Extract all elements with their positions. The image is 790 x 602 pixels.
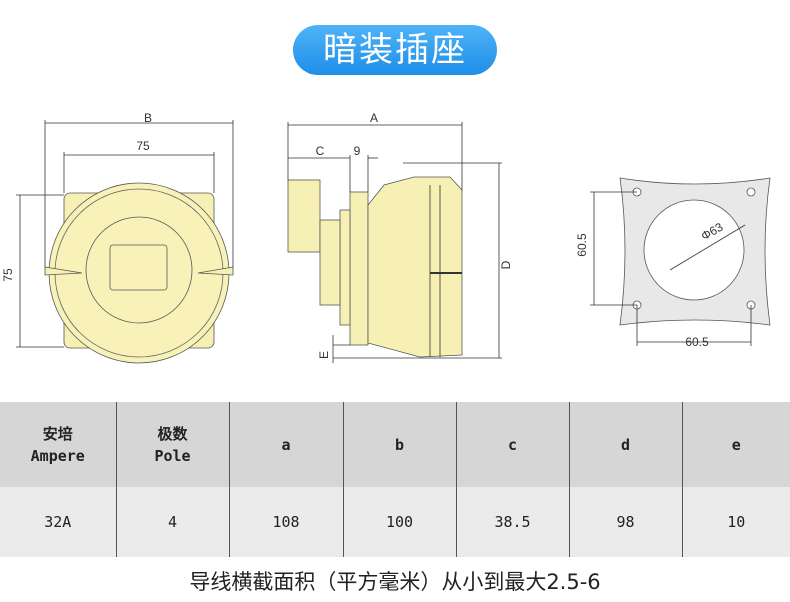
table-header-row: 安培 Ampere 极数 Pole a b c d e	[0, 402, 790, 487]
header-ampere: 安培 Ampere	[0, 402, 116, 487]
table-row: 32A 4 108 100 38.5 98 10	[0, 487, 790, 557]
dim-75-side-label: 75	[1, 268, 15, 282]
dim-9-label: 9	[354, 144, 361, 158]
header-e: e	[681, 402, 790, 487]
header-b: b	[342, 402, 456, 487]
dim-a-label: A	[370, 111, 378, 125]
dim-75-label: 75	[136, 139, 150, 153]
cell-a: 108	[228, 487, 343, 557]
dim-c-label: C	[316, 144, 325, 158]
cell-e: 10	[681, 487, 790, 557]
wire-gauge-note: 导线横截面积（平方毫米）从小到最大2.5-6	[189, 570, 601, 594]
header-c: c	[455, 402, 569, 487]
header-en: Pole	[154, 446, 191, 465]
dimension-drawings: B 75 75 A C 9 D E 60.5 60.5 Φ63	[1, 111, 771, 364]
header-d: d	[568, 402, 682, 487]
cell-c: 38.5	[455, 487, 569, 557]
page-title: 暗装插座	[293, 25, 497, 75]
mounting-plate-view: 60.5 60.5 Φ63	[575, 177, 771, 349]
cell-pole: 4	[115, 487, 229, 557]
header-pole: 极数 Pole	[115, 402, 229, 487]
dim-b-label: B	[144, 111, 152, 125]
cell-ampere: 32A	[0, 487, 116, 557]
spec-table: 安培 Ampere 极数 Pole a b c d e 32A 4 108 100 …	[0, 402, 790, 557]
dim-60-5-vertical-label: 60.5	[575, 233, 589, 257]
dim-e-label: E	[317, 351, 331, 359]
cell-d: 98	[568, 487, 682, 557]
cell-b: 100	[342, 487, 456, 557]
header-zh: 安培	[42, 424, 73, 443]
dim-60-5-horizontal-label: 60.5	[685, 335, 709, 349]
front-view: B 75 75	[1, 111, 234, 364]
header-zh: 极数	[157, 424, 188, 443]
side-view: A C 9 D E	[287, 111, 513, 363]
dim-d-label: D	[499, 260, 513, 269]
header-a: a	[228, 402, 343, 487]
header-en: Ampere	[30, 446, 85, 465]
